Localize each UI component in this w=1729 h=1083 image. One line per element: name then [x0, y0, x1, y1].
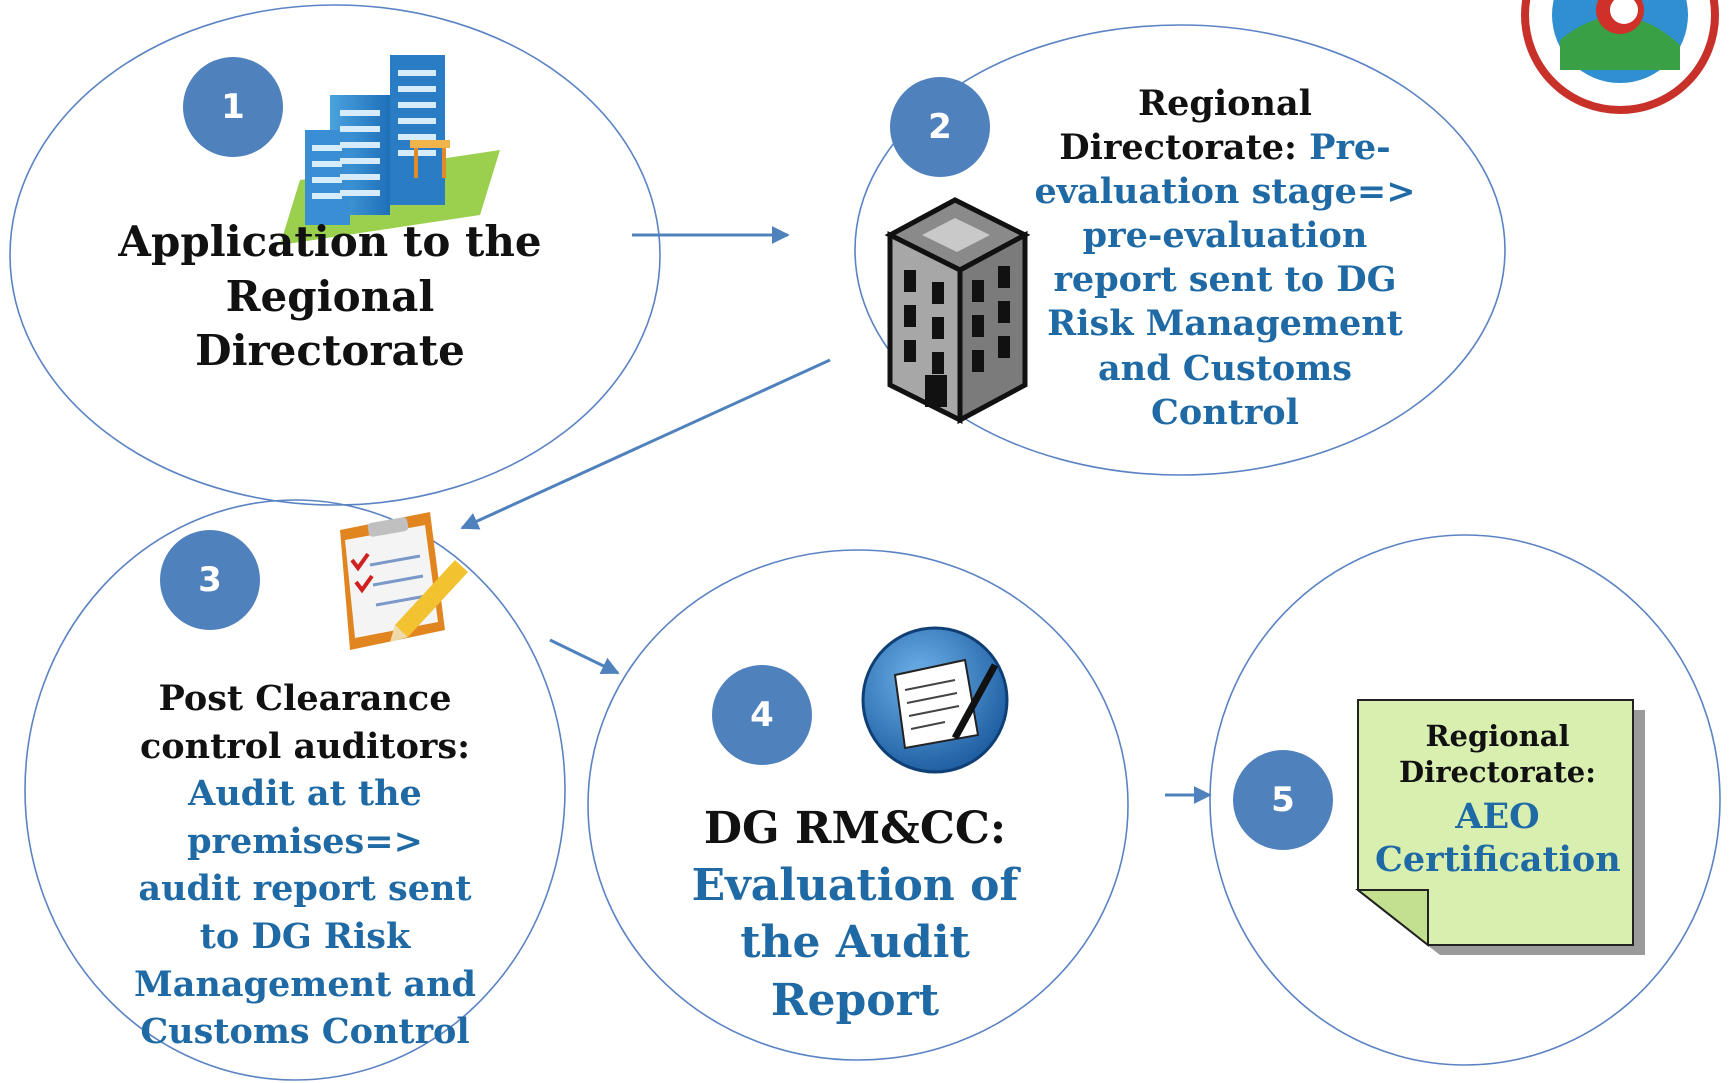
step-3-title: Post Clearance control auditors: — [139, 678, 470, 767]
step-4-detail: Evaluation of the Audit Report — [691, 860, 1019, 1026]
step-5-title: Regional Directorate: — [1399, 719, 1596, 790]
arrow-2-to-3 — [460, 358, 831, 530]
step-4-text: DG RM&CC: Evaluation of the Audit Report — [690, 800, 1020, 1029]
step-3-badge: 3 — [160, 530, 260, 630]
step-5-badge: 5 — [1233, 750, 1333, 850]
step-5-detail: AEO Certification — [1375, 795, 1621, 881]
office-buildings-icon — [280, 55, 500, 245]
step-2-text: Regional Directorate: Pre-evaluation sta… — [1030, 82, 1420, 435]
step-4-ellipse — [587, 549, 1129, 1061]
step-5-text: Regional Directorate: AEO Certification — [1375, 718, 1621, 882]
step-3-text: Post Clearance control auditors: Audit a… — [130, 675, 480, 1056]
step-1-badge: 1 — [183, 57, 283, 157]
clipboard-checklist-icon — [340, 512, 468, 650]
document-signing-icon — [861, 626, 1009, 774]
tower-building-icon — [884, 197, 1031, 425]
step-3-ellipse — [24, 499, 566, 1081]
step-1-ellipse — [9, 4, 661, 506]
step-2-title: Regional Directorate: — [1059, 83, 1312, 169]
step-2-badge: 2 — [890, 77, 990, 177]
step-2-detail: Pre-evaluation stage=> pre-evaluation re… — [1034, 127, 1416, 433]
ministry-logo — [1521, 0, 1719, 114]
step-1-title: Application to the Regional Directorate — [118, 217, 542, 376]
arrow-3-to-4 — [549, 638, 620, 675]
step-4-title: DG RM&CC: — [703, 803, 1007, 854]
step-2-ellipse — [854, 24, 1506, 476]
step-4-badge: 4 — [712, 665, 812, 765]
sticky-note-icon — [1355, 699, 1645, 955]
step-3-detail: Audit at the premises=> audit report sen… — [134, 773, 476, 1053]
